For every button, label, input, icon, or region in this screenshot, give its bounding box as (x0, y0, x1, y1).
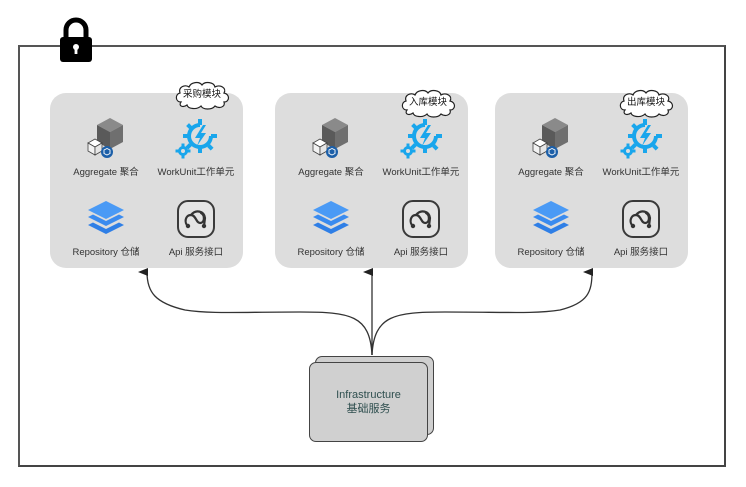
api-label: Api 服务接口 (393, 247, 449, 258)
repository-component[interactable]: Repository 仓储 (283, 197, 379, 258)
lock-icon (60, 17, 92, 62)
module-name-label: 出库模块 (626, 97, 665, 108)
infrastructure-card[interactable]: Infrastructure 基础服务 (309, 362, 428, 442)
cube-icon (532, 118, 568, 158)
module-name-cloud: 采购模块 (173, 80, 231, 110)
workunit-label: WorkUnit工作单元 (602, 167, 680, 178)
api-label: Api 服务接口 (168, 247, 224, 258)
api-link-icon (622, 200, 660, 238)
gear-lightning-icon (400, 119, 442, 159)
repository-component[interactable]: Repository 仓储 (503, 197, 599, 258)
module-box-2[interactable]: Aggregate 聚合 (275, 93, 468, 268)
workunit-label: WorkUnit工作单元 (382, 167, 460, 178)
api-component[interactable]: Api 服务接口 (148, 197, 244, 258)
aggregate-component[interactable]: Aggregate 聚合 (283, 115, 379, 178)
arrow-to-module-1 (138, 267, 373, 356)
aggregate-label: Aggregate 聚合 (298, 167, 364, 178)
workunit-label: WorkUnit工作单元 (157, 167, 235, 178)
cube-icon (87, 118, 123, 158)
workunit-component[interactable]: WorkUnit工作单元 (148, 115, 244, 178)
module-box-1[interactable]: Aggregate 聚合 (50, 93, 243, 268)
api-link-icon (402, 200, 440, 238)
layers-icon (313, 201, 349, 234)
repository-component[interactable]: Repository 仓储 (58, 197, 154, 258)
layers-icon (88, 201, 124, 234)
infrastructure-title: Infrastructure (336, 389, 401, 401)
cloud-shape (619, 89, 674, 118)
workunit-component[interactable]: WorkUnit工作单元 (593, 115, 689, 178)
aggregate-component[interactable]: Aggregate 聚合 (58, 115, 154, 178)
layers-icon (533, 201, 569, 234)
aggregate-label: Aggregate 聚合 (518, 167, 584, 178)
cloud-shape (175, 81, 230, 110)
module-name-label: 入库模块 (408, 97, 447, 108)
gear-lightning-icon (620, 119, 662, 159)
api-link-icon (177, 200, 215, 238)
gear-lightning-icon (175, 119, 217, 159)
api-component[interactable]: Api 服务接口 (373, 197, 469, 258)
cloud-shape (401, 89, 456, 118)
arrow-to-module-3 (371, 268, 594, 356)
module-name-cloud: 出库模块 (617, 88, 675, 118)
repository-label: Repository 仓储 (517, 247, 585, 258)
outer-boundary-frame (18, 45, 726, 467)
cube-icon (312, 118, 348, 158)
repository-label: Repository 仓储 (72, 247, 140, 258)
infrastructure-subtitle: 基础服务 (346, 403, 391, 415)
module-box-3[interactable]: Aggregate 聚合 (495, 93, 688, 268)
aggregate-component[interactable]: Aggregate 聚合 (503, 115, 599, 178)
api-component[interactable]: Api 服务接口 (593, 197, 689, 258)
module-name-cloud: 入库模块 (399, 88, 457, 118)
aggregate-label: Aggregate 聚合 (73, 167, 139, 178)
module-name-label: 采购模块 (182, 89, 221, 100)
api-label: Api 服务接口 (613, 247, 669, 258)
workunit-component[interactable]: WorkUnit工作单元 (373, 115, 469, 178)
repository-label: Repository 仓储 (297, 247, 365, 258)
